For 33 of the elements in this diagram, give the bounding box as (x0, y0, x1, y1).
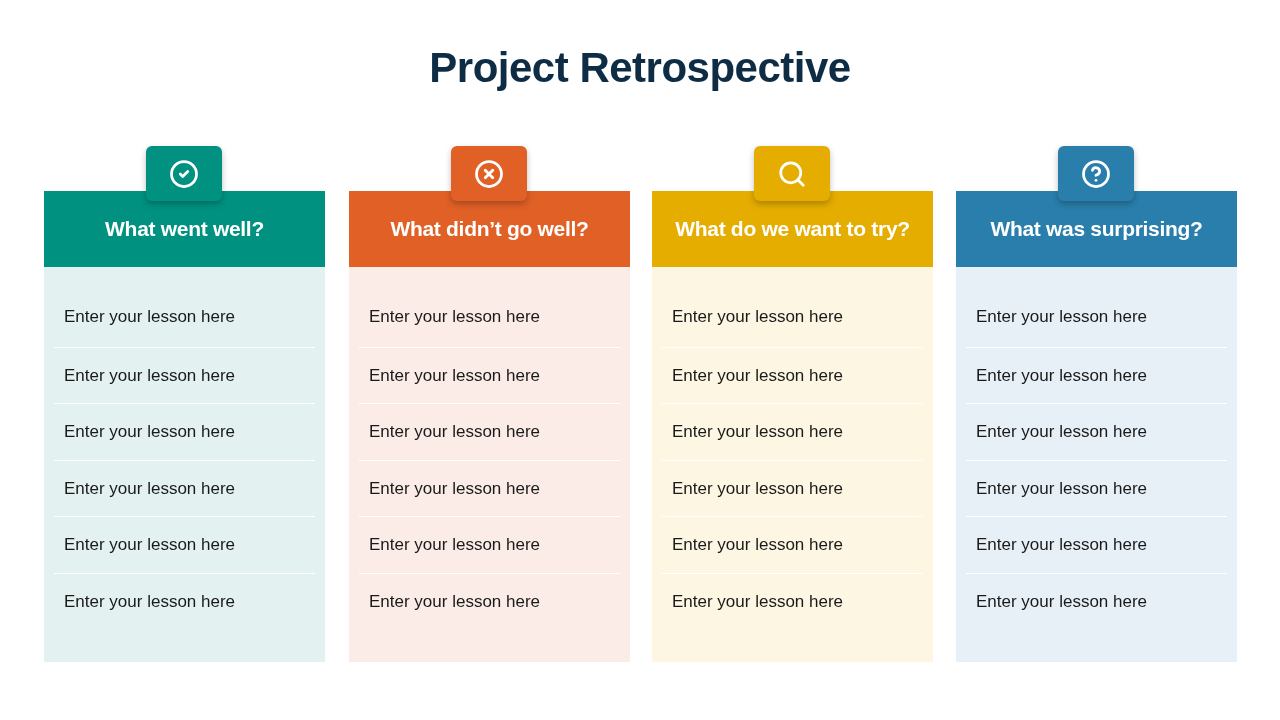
lesson-text: Enter your lesson here (63, 365, 236, 386)
column-heading: What do we want to try? (675, 217, 910, 241)
lesson-text: Enter your lesson here (63, 478, 236, 499)
column-panel (349, 267, 630, 662)
lesson-text: Enter your lesson here (368, 307, 541, 327)
lesson-text: Enter your lesson here (671, 307, 844, 327)
column-heading: What didn’t go well? (390, 217, 589, 241)
lesson-text: Enter your lesson here (975, 307, 1148, 327)
lesson-text: Enter your lesson here (975, 535, 1148, 555)
lesson-text: Enter your lesson here (671, 365, 844, 386)
lesson-text: Enter your lesson here (368, 365, 541, 386)
lesson-text: Enter your lesson here (671, 422, 844, 442)
lesson-text: Enter your lesson here (975, 422, 1148, 442)
lesson-text: Enter your lesson here (975, 478, 1148, 499)
column-panel (44, 267, 325, 662)
column-heading: What went well? (105, 217, 264, 241)
lesson-text: Enter your lesson here (63, 535, 236, 555)
lesson-text: Enter your lesson here (368, 422, 541, 442)
column-panel (956, 267, 1237, 662)
lesson-text: Enter your lesson here (368, 478, 541, 499)
page-title: Project Retrospective (428, 44, 852, 92)
lesson-text: Enter your lesson here (975, 365, 1148, 386)
lesson-text: Enter your lesson here (975, 591, 1148, 612)
column-heading: What was surprising? (990, 217, 1203, 241)
lesson-text: Enter your lesson here (671, 591, 844, 612)
lesson-text: Enter your lesson here (63, 422, 236, 442)
lesson-text: Enter your lesson here (63, 307, 236, 327)
column-panel (652, 267, 933, 662)
lesson-text: Enter your lesson here (671, 535, 844, 555)
lesson-text: Enter your lesson here (368, 591, 541, 612)
lesson-text: Enter your lesson here (63, 591, 236, 612)
lesson-text: Enter your lesson here (671, 478, 844, 499)
lesson-text: Enter your lesson here (368, 535, 541, 555)
